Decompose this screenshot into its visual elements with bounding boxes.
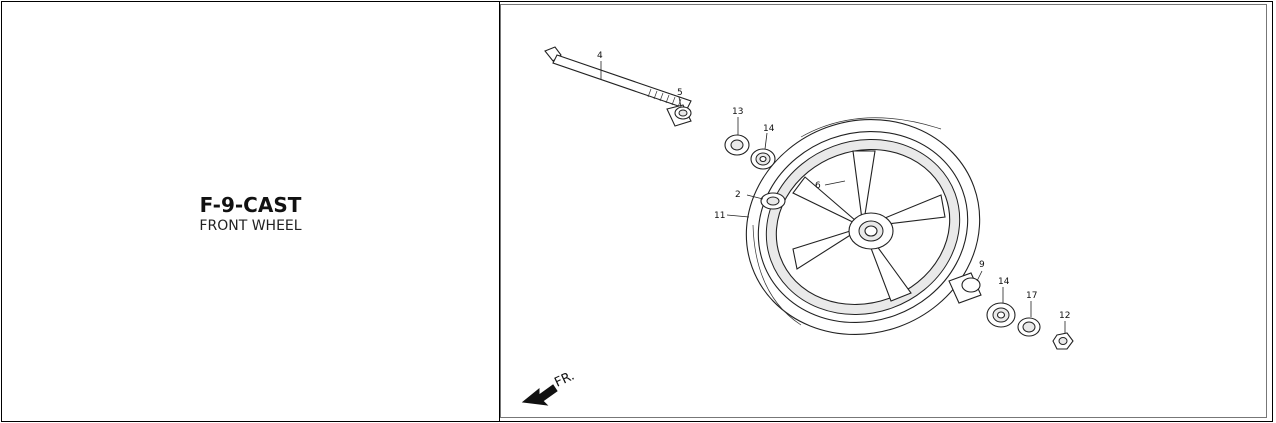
title-block: F-9-CAST FRONT WHEEL bbox=[2, 192, 499, 234]
seal-right-part[interactable] bbox=[1017, 317, 1041, 337]
callout-13: 13 bbox=[732, 107, 743, 117]
page-code: F-9-CAST bbox=[199, 193, 302, 217]
direction-label: FR. bbox=[552, 368, 577, 390]
page-name: FRONT WHEEL bbox=[199, 218, 302, 234]
callout-2: 2 bbox=[735, 190, 741, 200]
leader-lines bbox=[600, 61, 1066, 333]
wheel-assembly[interactable] bbox=[716, 87, 1010, 367]
bearing-right-part[interactable] bbox=[986, 302, 1016, 328]
callout-9: 9 bbox=[979, 260, 985, 270]
collar-part[interactable] bbox=[666, 104, 692, 127]
front-direction-arrow-icon bbox=[521, 384, 558, 406]
callout-11: 11 bbox=[714, 211, 725, 221]
callout-17: 17 bbox=[1026, 291, 1037, 301]
bearing-left-part[interactable] bbox=[750, 148, 776, 170]
callout-12: 12 bbox=[1059, 311, 1070, 321]
diagram-canvas: 4 5 13 14 2 11 6 9 14 17 12 FR. bbox=[521, 46, 1074, 406]
title-panel: F-9-CAST FRONT WHEEL bbox=[2, 2, 500, 421]
distance-collar-part[interactable] bbox=[760, 192, 786, 210]
callout-14-left: 14 bbox=[763, 124, 775, 134]
axle-part[interactable] bbox=[544, 46, 692, 110]
callout-5: 5 bbox=[677, 88, 683, 98]
axle-nut-part[interactable] bbox=[1052, 332, 1074, 350]
callout-4: 4 bbox=[597, 51, 603, 61]
exploded-diagram: 4 5 13 14 2 11 6 9 14 17 12 FR. bbox=[500, 4, 1267, 418]
callout-14-right: 14 bbox=[998, 277, 1010, 287]
callout-6: 6 bbox=[815, 181, 821, 191]
seal-left-part[interactable] bbox=[724, 134, 750, 156]
side-collar-part[interactable] bbox=[948, 272, 982, 304]
